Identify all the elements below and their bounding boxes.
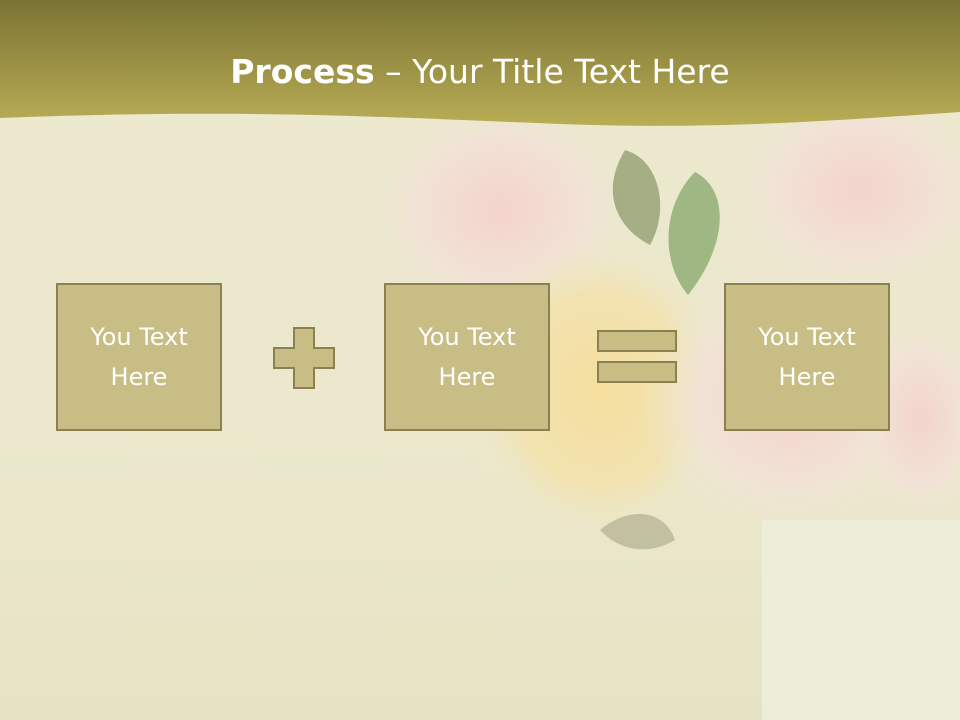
equals-icon — [597, 330, 677, 383]
title-rest-part: – Your Title Text Here — [374, 52, 730, 91]
slide-title: Process – Your Title Text Here — [0, 52, 960, 91]
header-band — [0, 0, 960, 126]
process-box-3[interactable]: You Text Here — [724, 283, 890, 431]
process-box-2[interactable]: You Text Here — [384, 283, 550, 431]
plus-icon — [273, 327, 335, 389]
process-box-1[interactable]: You Text Here — [56, 283, 222, 431]
title-bold-part: Process — [230, 52, 375, 91]
